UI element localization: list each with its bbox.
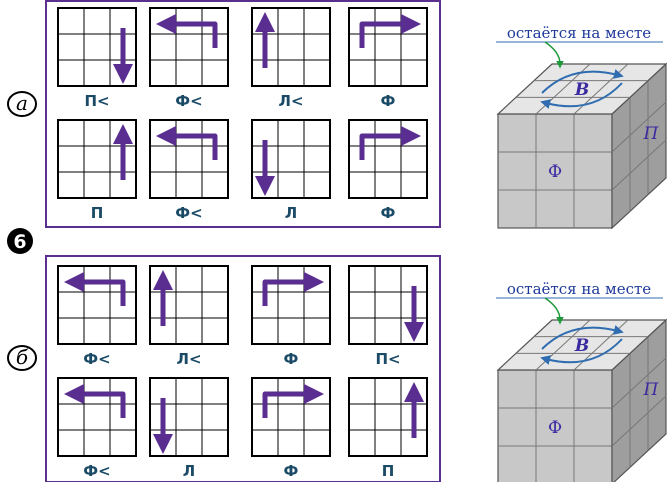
cube-line <box>611 395 667 447</box>
panel-b-letter: б <box>16 345 29 369</box>
move-label: Л <box>183 462 195 480</box>
move-label: П< <box>84 92 109 110</box>
cube-line <box>611 101 667 153</box>
panel-a-letter: а <box>16 91 28 115</box>
cube-line <box>611 357 667 409</box>
move-label: П <box>91 204 104 222</box>
diagram-number: 6 <box>13 231 26 253</box>
move-label: Ф <box>381 204 396 222</box>
panel-a-frame <box>45 0 441 228</box>
note-leader <box>544 41 564 69</box>
move-arrow <box>156 14 218 48</box>
move-label: Л< <box>176 350 201 368</box>
move-arrow <box>156 126 218 160</box>
move-arrow <box>64 384 126 418</box>
cube-front-letter: Ф <box>548 418 562 438</box>
move-arrow <box>262 272 324 306</box>
move-grid: Ф <box>348 7 428 110</box>
panel-b-badge: б <box>7 345 37 371</box>
move-grid: П< <box>348 265 428 368</box>
move-grid: П <box>57 119 137 222</box>
cube-right-letter: П <box>642 380 659 400</box>
move-label: Ф< <box>83 462 110 480</box>
move-label: Ф <box>381 92 396 110</box>
cube-front-letter: Ф <box>548 162 562 182</box>
cube-top-letter: В <box>574 80 589 100</box>
move-arrow <box>64 272 126 306</box>
top-rotation-arrow <box>540 82 623 109</box>
note-leader <box>544 297 564 325</box>
move-grid: Ф <box>251 377 331 480</box>
stays-in-place-note: остаётся на месте <box>507 280 651 298</box>
panel-a-badge: а <box>7 91 37 117</box>
move-label: Ф <box>284 462 299 480</box>
top-rotation-arrow <box>540 338 623 365</box>
stays-in-place-note: остаётся на месте <box>507 24 651 42</box>
move-grid: Л <box>251 119 331 222</box>
cube-front-face <box>497 113 613 229</box>
top-rotation-arrow <box>541 325 624 350</box>
cube-right-letter: П <box>642 124 659 144</box>
move-label: Ф< <box>175 92 202 110</box>
move-grid: Л< <box>251 7 331 110</box>
move-grid: Ф< <box>57 265 137 368</box>
move-grid: Л< <box>149 265 229 368</box>
move-grids-a: П< Ф< Л< Ф П Ф< Л Ф <box>57 7 428 222</box>
panel-b-frame <box>45 255 441 482</box>
cube-top-letter: В <box>574 336 589 356</box>
cube-line <box>611 139 667 191</box>
move-label: Ф <box>284 350 299 368</box>
move-grid: Ф< <box>149 7 229 110</box>
move-grid: Ф <box>251 265 331 368</box>
move-label: Ф< <box>83 350 110 368</box>
move-arrow <box>359 126 421 160</box>
move-grid: Ф< <box>57 377 137 480</box>
move-label: Л< <box>278 92 303 110</box>
move-label: П< <box>375 350 400 368</box>
move-arrow <box>359 14 421 48</box>
diagram-number-badge: 6 <box>7 228 33 254</box>
move-label: Ф< <box>175 204 202 222</box>
move-arrow <box>262 384 324 418</box>
top-rotation-arrow <box>541 69 624 94</box>
move-grid: Ф< <box>149 119 229 222</box>
move-grids-b: Ф< Л< Ф П< Ф< Л Ф П <box>57 265 428 480</box>
move-label: П <box>382 462 395 480</box>
move-grid: П< <box>57 7 137 110</box>
move-grid: Л <box>149 377 229 480</box>
move-grid: П <box>348 377 428 480</box>
move-grid: Ф <box>348 119 428 222</box>
move-label: Л <box>285 204 297 222</box>
